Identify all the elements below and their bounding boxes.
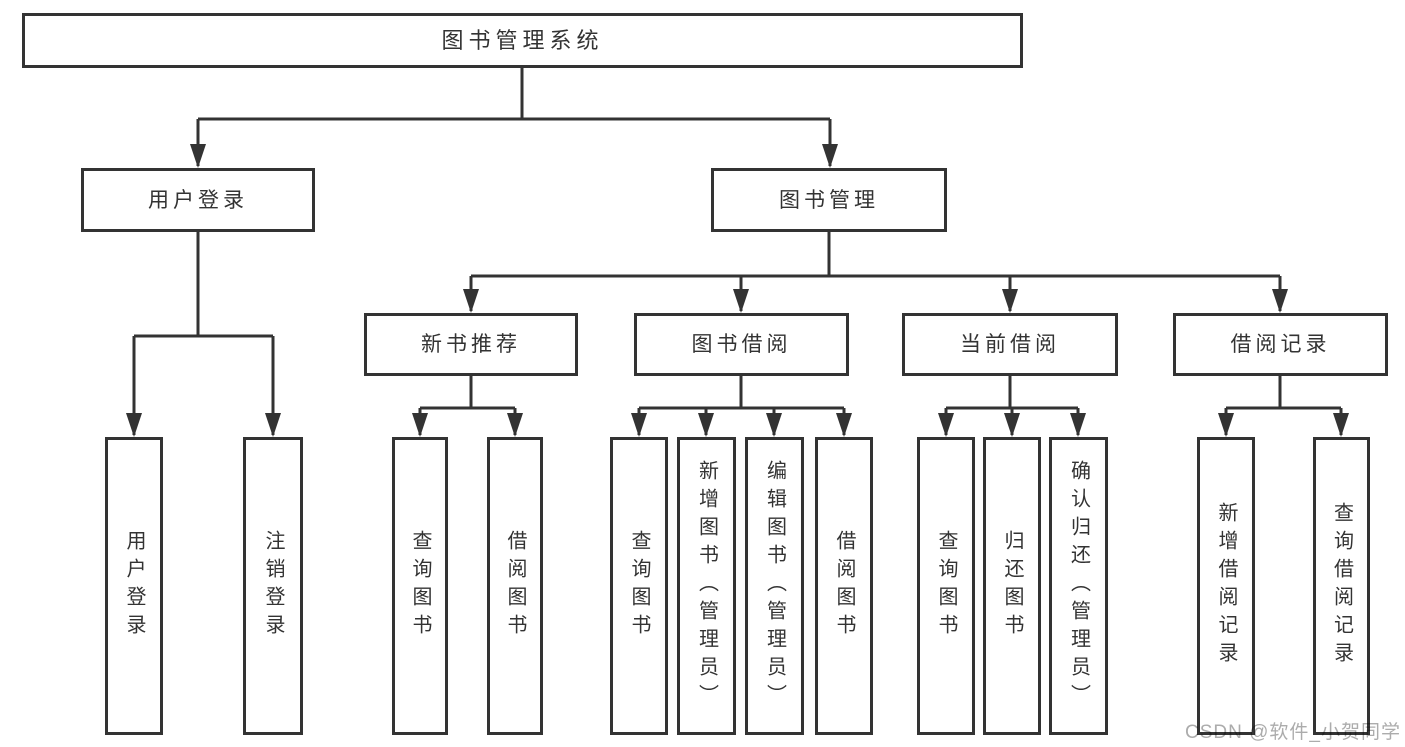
leaf-logout-label: 注销登录	[262, 530, 284, 642]
leaf-borrow-edit-books-admin: 编辑图书（管理员）	[745, 437, 804, 735]
node-borrow-records-label: 借阅记录	[1230, 333, 1331, 356]
leaf-user-login: 用户登录	[105, 437, 163, 735]
node-book-borrow-label: 图书借阅	[691, 333, 792, 356]
leaf-recommend-query-books-label: 查询图书	[409, 530, 431, 642]
node-root-label: 图书管理系统	[441, 27, 604, 53]
leaf-recommend-query-books: 查询图书	[392, 437, 448, 735]
leaf-recommend-borrow-books: 借阅图书	[487, 437, 543, 735]
leaf-records-add-record-label: 新增借阅记录	[1215, 502, 1237, 670]
node-book-management: 图书管理	[711, 168, 947, 232]
node-book-management-label: 图书管理	[779, 188, 879, 212]
node-user-login: 用户登录	[81, 168, 315, 232]
node-book-borrow: 图书借阅	[634, 313, 849, 376]
leaf-borrow-query-books-label: 查询图书	[628, 530, 650, 642]
leaf-records-query-record-label: 查询借阅记录	[1330, 502, 1353, 670]
node-user-login-label: 用户登录	[148, 188, 248, 212]
leaf-borrow-query-books: 查询图书	[610, 437, 668, 735]
leaf-borrow-add-books-admin: 新增图书（管理员）	[677, 437, 736, 735]
node-new-book-recommend: 新书推荐	[364, 313, 578, 376]
leaf-current-confirm-return-admin-label: 确认归还（管理员）	[1067, 460, 1090, 712]
leaf-borrow-borrow-books-label: 借阅图书	[833, 530, 855, 642]
node-borrow-records: 借阅记录	[1173, 313, 1388, 376]
leaf-borrow-add-books-admin-label: 新增图书（管理员）	[695, 460, 718, 712]
leaf-borrow-edit-books-admin-label: 编辑图书（管理员）	[763, 460, 786, 712]
leaf-current-query-books-label: 查询图书	[935, 530, 957, 642]
node-new-book-recommend-label: 新书推荐	[421, 333, 521, 356]
leaf-records-add-record: 新增借阅记录	[1197, 437, 1255, 735]
leaf-records-query-record: 查询借阅记录	[1313, 437, 1370, 735]
leaf-user-login-label: 用户登录	[123, 530, 145, 642]
leaf-recommend-borrow-books-label: 借阅图书	[504, 530, 526, 642]
node-root-system: 图书管理系统	[22, 13, 1023, 68]
leaf-current-query-books: 查询图书	[917, 437, 975, 735]
leaf-current-confirm-return-admin: 确认归还（管理员）	[1049, 437, 1108, 735]
leaf-current-return-books-label: 归还图书	[1001, 530, 1023, 642]
node-current-borrow-label: 当前借阅	[960, 333, 1060, 356]
leaf-logout: 注销登录	[243, 437, 303, 735]
node-current-borrow: 当前借阅	[902, 313, 1118, 376]
leaf-current-return-books: 归还图书	[983, 437, 1041, 735]
leaf-borrow-borrow-books: 借阅图书	[815, 437, 873, 735]
